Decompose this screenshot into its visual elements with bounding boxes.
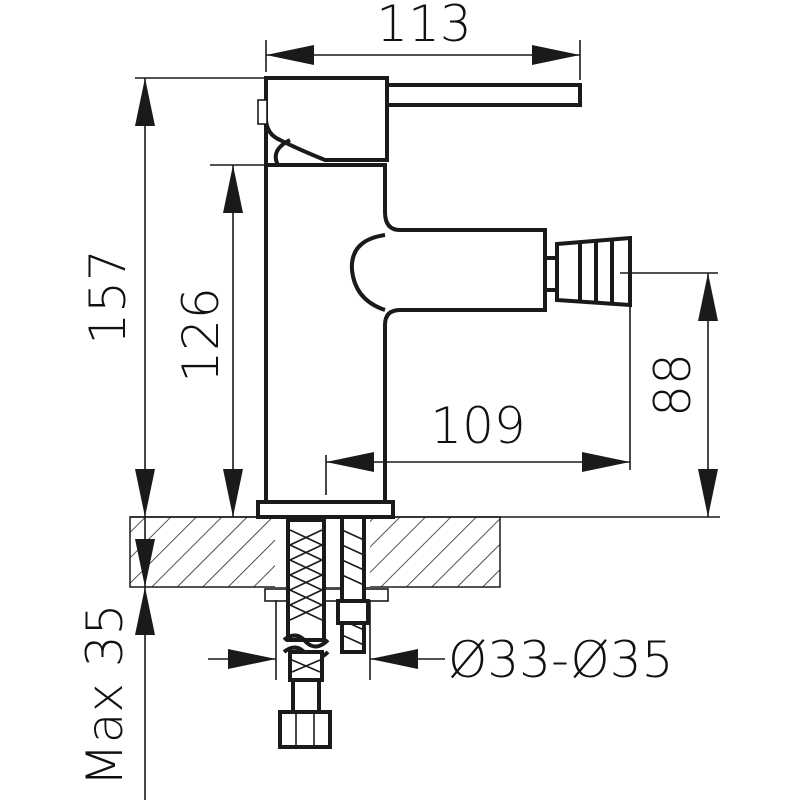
dimension-109: 109: [325, 305, 631, 495]
label-hole-diameter: Ø33-Ø35: [448, 631, 673, 689]
dimension-126: 126: [172, 164, 266, 517]
label-113: 113: [376, 0, 471, 53]
label-126: 126: [172, 287, 230, 382]
countertop: [129, 516, 720, 588]
label-157: 157: [79, 249, 137, 344]
label-88: 88: [644, 353, 702, 417]
dimension-max-thickness: Max 35: [76, 517, 155, 800]
dimension-hole-diameter: Ø33-Ø35: [208, 600, 673, 689]
mounting-hardware: [264, 515, 389, 749]
label-max-thickness: Max 35: [76, 604, 134, 787]
dimension-88: 88: [620, 272, 718, 517]
label-109: 109: [430, 397, 525, 455]
dimension-157: 157: [79, 77, 266, 517]
faucet-body: [256, 76, 632, 519]
dimension-113: 113: [265, 0, 581, 80]
